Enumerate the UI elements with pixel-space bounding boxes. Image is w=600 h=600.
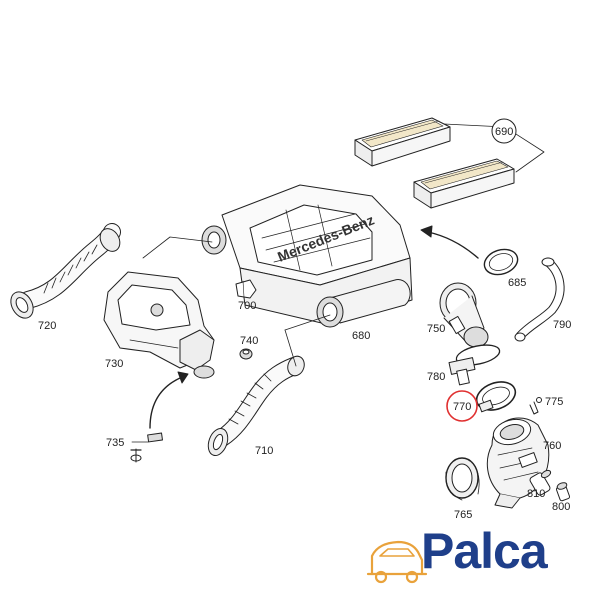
fitting-810: [529, 469, 552, 496]
intake-hose-720: [10, 223, 121, 319]
part-label-690: 690: [495, 126, 513, 138]
arrow-to-duct-head: [177, 371, 189, 384]
part-label-790: 790: [553, 319, 571, 331]
arrow-to-housing: [427, 231, 479, 259]
part-label-685: 685: [508, 277, 526, 289]
air-filter-element-lower: [413, 158, 515, 209]
air-mass-sensor: [439, 282, 489, 348]
air-cleaner-housing: [201, 184, 413, 328]
fastener-735: [130, 432, 163, 463]
palca-logo-text: Palca: [421, 523, 548, 579]
air-filter-element-upper: [354, 117, 451, 167]
hose-clamp-780: [448, 344, 501, 386]
part-label-680: 680: [352, 330, 370, 342]
part-label-800: 800: [552, 501, 570, 513]
leader-680-b: [284, 314, 331, 331]
hose-clamp-770: [475, 381, 517, 413]
part-label-720: 720: [38, 320, 56, 332]
part-label-735: 735: [106, 437, 124, 449]
intake-hose-710: [207, 355, 305, 457]
part-label-765: 765: [454, 509, 472, 521]
seal-ring: [483, 248, 519, 276]
part-label-710: 710: [255, 445, 273, 457]
grommet-740: [239, 348, 253, 360]
arrow-to-housing-head: [420, 225, 433, 238]
part-label-740: 740: [240, 335, 258, 347]
callout-circle-690: [491, 118, 517, 144]
car-icon: [366, 540, 428, 584]
part-label-810: 810: [527, 488, 545, 500]
part-label-760: 760: [543, 440, 561, 452]
highlight-circle-770: [446, 390, 478, 422]
vent-hose: [514, 257, 565, 342]
leader-690: [443, 123, 545, 173]
arrow-to-duct: [149, 377, 181, 429]
part-label-750: 750: [427, 323, 445, 335]
rubber-mount-700: [235, 279, 257, 299]
air-duct-730: [103, 271, 215, 379]
part-label-770: 770: [453, 401, 471, 413]
leader-680-a: [142, 236, 213, 259]
part-label-700: 700: [238, 300, 256, 312]
part-label-730: 730: [105, 358, 123, 370]
part-label-775: 775: [545, 396, 563, 408]
rubber-sleeve: [445, 457, 480, 501]
part-label-780: 780: [427, 371, 445, 383]
leader-710: [284, 329, 297, 367]
plug-800: [555, 482, 571, 502]
clip-775: [529, 397, 542, 415]
